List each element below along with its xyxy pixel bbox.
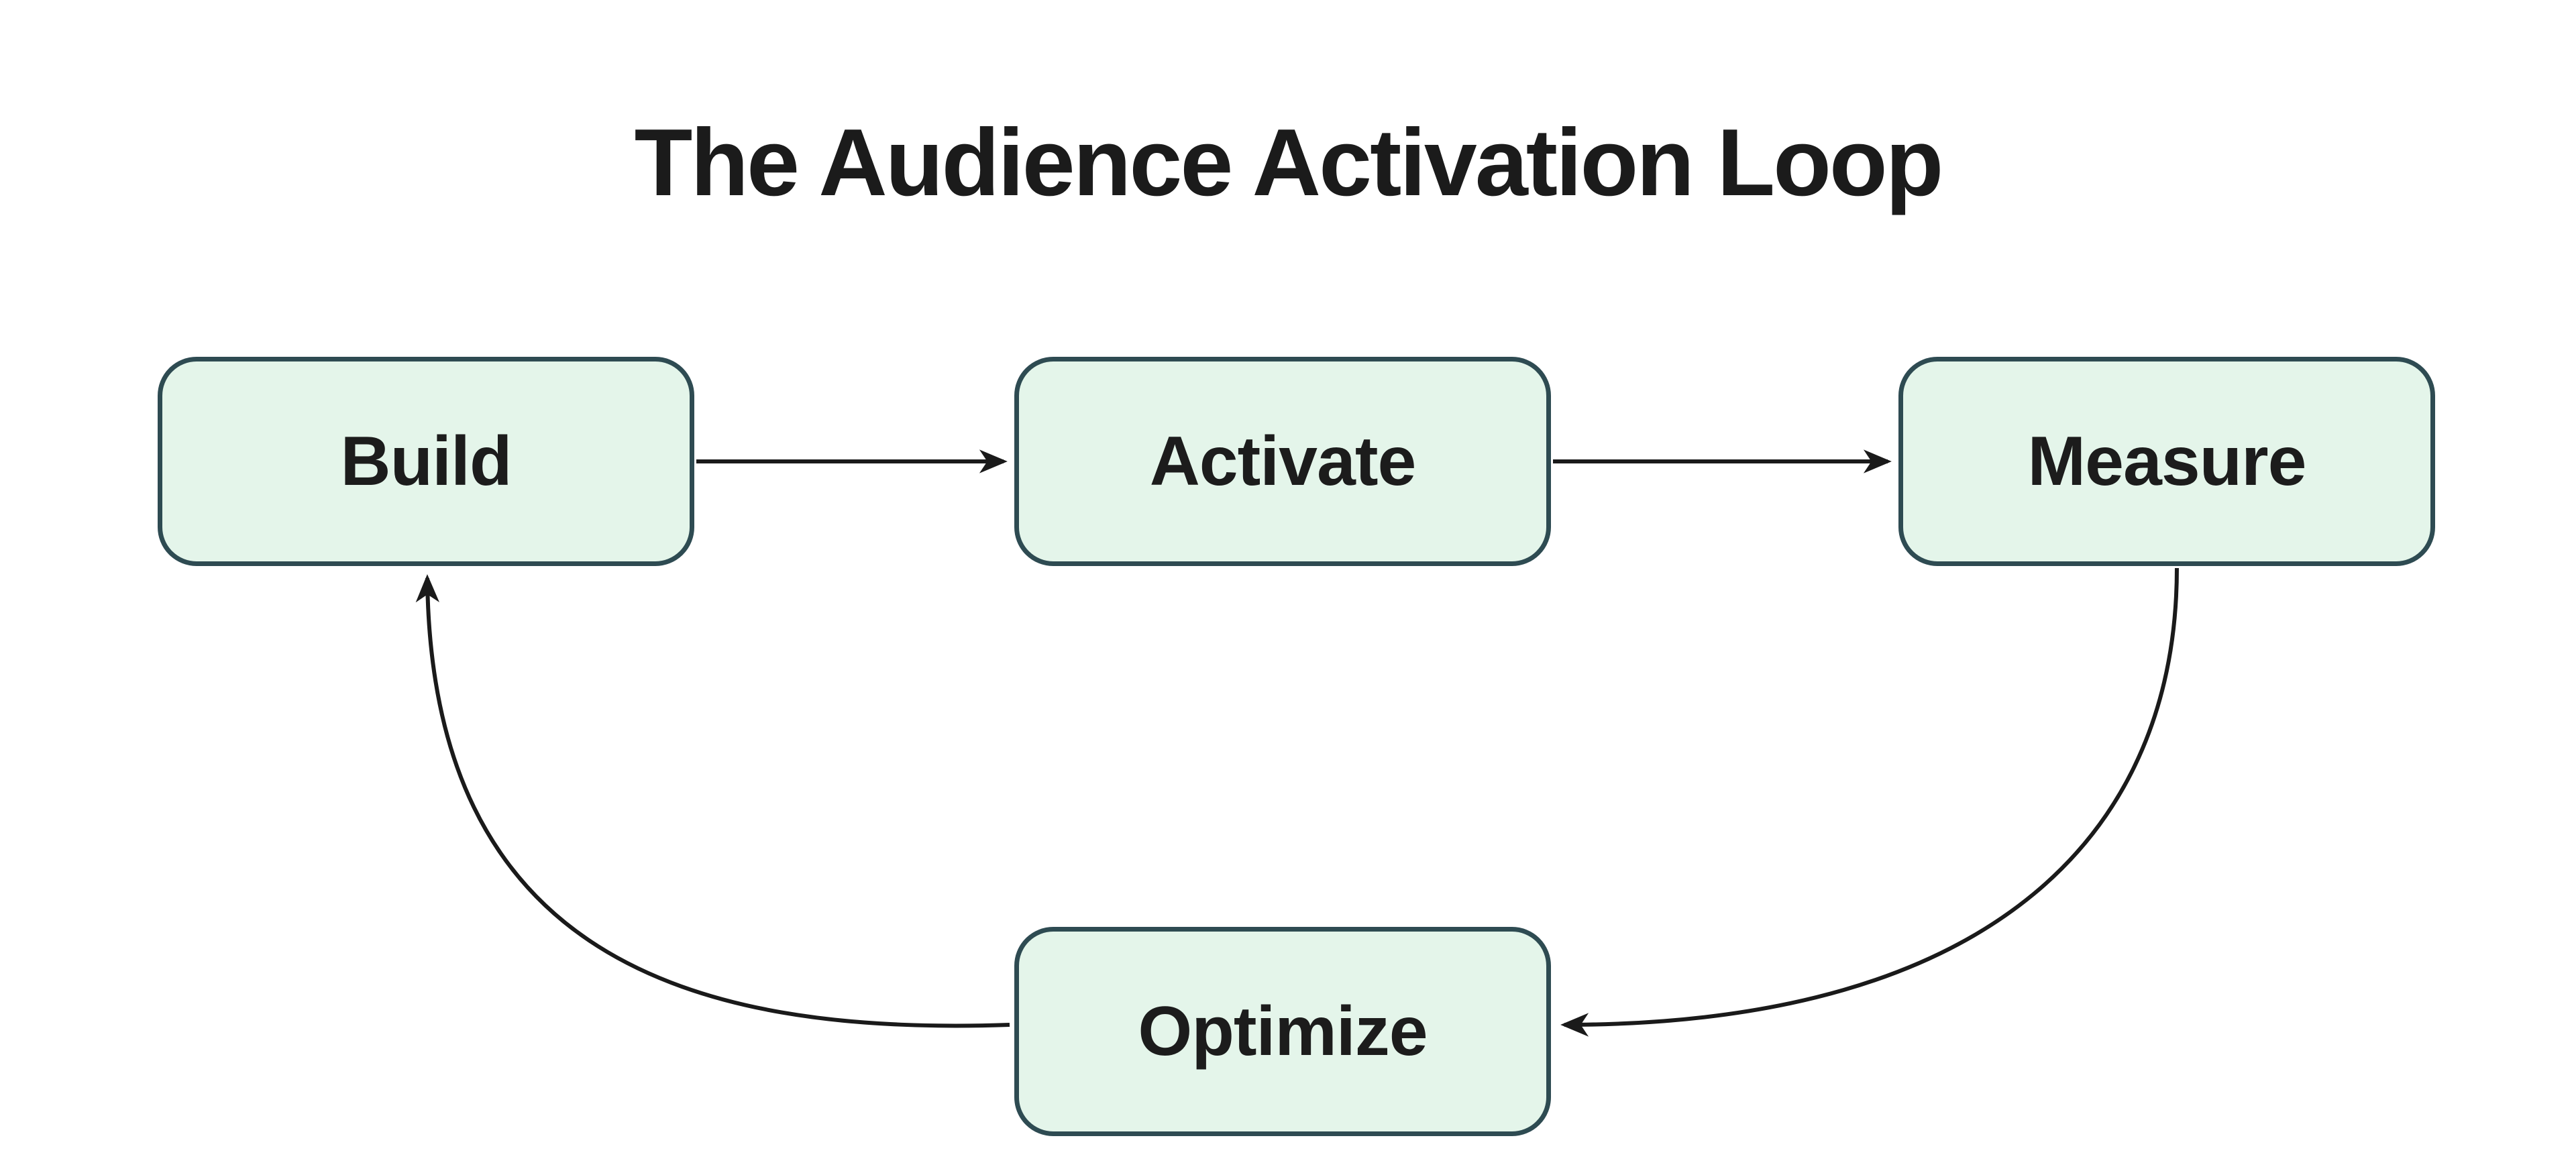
node-activate-label: Activate (1149, 422, 1417, 500)
edge-measure-to-optimize (1560, 567, 2179, 1037)
node-measure: Measure (1898, 357, 2435, 566)
node-activate: Activate (1014, 357, 1551, 566)
node-optimize: Optimize (1014, 927, 1551, 1136)
node-build-label: Build (340, 422, 513, 500)
node-build: Build (158, 357, 694, 566)
edge-optimize-to-build (415, 574, 1010, 1028)
node-optimize-label: Optimize (1138, 992, 1428, 1070)
node-measure-label: Measure (2027, 422, 2307, 500)
diagram-title: The Audience Activation Loop (634, 109, 1944, 216)
